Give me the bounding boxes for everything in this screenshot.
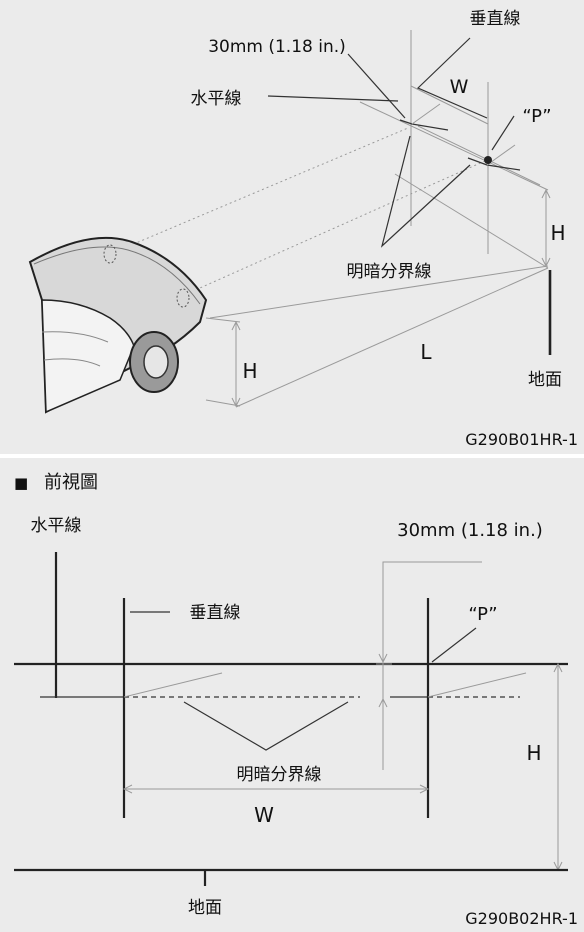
ground-line-wall-top [417, 125, 541, 186]
offset-arrow-top [378, 653, 388, 664]
pointer-cutoff-line [183, 701, 349, 751]
pointer-vertical-line [416, 37, 488, 119]
label-width: W [254, 803, 274, 827]
cutoff-slope-right [427, 672, 527, 698]
beam-projection-lower [181, 159, 488, 297]
label-cutoff-line: 明暗分界線 [237, 765, 322, 785]
label-cutoff-line: 明暗分界線 [347, 262, 432, 282]
pointer-point [431, 627, 477, 663]
cutoff-slope-left [123, 672, 223, 698]
width-dimension-line [410, 85, 489, 125]
label-distance: L [420, 340, 432, 364]
car-height-tick-bottom [205, 399, 241, 407]
pointer-cutoff-line [380, 135, 471, 248]
width-arrow-right [419, 784, 430, 794]
width-arrow-left [122, 784, 133, 794]
front-view-title: 前視圖 [44, 472, 98, 493]
label-screen-height: H [550, 221, 565, 245]
car-illustration [28, 236, 208, 414]
point-p-dot [484, 156, 492, 164]
label-width: W [450, 76, 469, 98]
label-ground: 地面 [528, 370, 562, 390]
figure-code-bottom: G290B02HR-1 [465, 909, 578, 928]
screen-horizontal-line [359, 101, 549, 191]
ground-line-distance [235, 267, 549, 408]
pointer-point [491, 115, 515, 151]
height-arrow-top [553, 662, 563, 673]
figure-code-top: G290B01HR-1 [465, 430, 578, 449]
label-offset: 30mm (1.18 in.) [208, 37, 346, 57]
car-height-tick-top [205, 317, 241, 323]
ground-line-wall-base [394, 173, 549, 269]
pointer-offset [347, 53, 406, 119]
front-view-bullet: ■ [14, 474, 28, 492]
ground-line-car [209, 265, 549, 319]
offset-leader [382, 561, 482, 770]
cutoff-slope-right [486, 144, 516, 166]
label-vertical-line: 垂直線 [190, 603, 241, 623]
car-height-arrow-bottom [231, 397, 241, 408]
label-point: “P” [522, 106, 551, 127]
label-point: “P” [468, 604, 497, 625]
label-horizontal-line: 水平線 [191, 89, 242, 109]
label-vertical-line: 垂直線 [470, 9, 521, 29]
cutoff-slope-left [411, 103, 441, 125]
beam-projection-upper [109, 127, 409, 255]
perspective-diagram: 垂直線 30mm (1.18 in.) 水平線 W “P” H 明暗分界線 L … [28, 9, 578, 449]
screen-height-arrow-bottom [541, 257, 551, 268]
pointer-horizontal-line [267, 95, 399, 102]
offset-arrow-bottom [378, 697, 388, 708]
front-view-diagram: ■ 前視圖 水平線 垂直線 30mm (1.18 in.) [14, 472, 578, 928]
label-car-height: H [242, 359, 257, 383]
label-height: H [526, 741, 541, 765]
perspective-diagram-panel: 垂直線 30mm (1.18 in.) 水平線 W “P” H 明暗分界線 L … [0, 0, 584, 454]
label-ground: 地面 [188, 898, 222, 918]
label-offset: 30mm (1.18 in.) [397, 520, 543, 541]
panel-divider [0, 454, 584, 458]
screen-height-arrow-top [541, 188, 551, 199]
label-horizontal-line: 水平線 [31, 516, 82, 536]
front-view-panel: ■ 前視圖 水平線 垂直線 30mm (1.18 in.) [0, 458, 584, 932]
